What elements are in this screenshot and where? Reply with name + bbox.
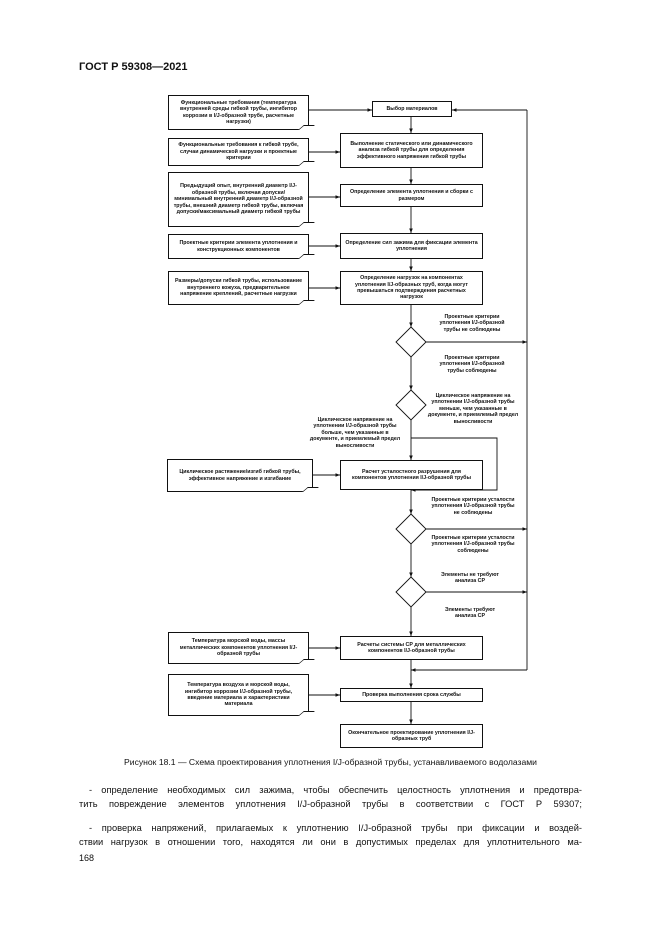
input-box: Размеры/допуски гибкой трубы, использова…: [168, 271, 309, 305]
decision-label: Элементы требуют анализа СР: [444, 607, 496, 620]
input-box: Предыдущий опыт, внутренний диаметр I/J-…: [168, 172, 309, 227]
decision-label: Проектные критерии усталости уплотнения …: [431, 497, 515, 516]
decision-label: Проектные критерии уплотнения I/J-образн…: [439, 314, 505, 333]
step-box: Расчет усталостного разрушения для компо…: [340, 460, 483, 490]
decision-label: Проектные критерии уплотнения I/J-образн…: [439, 355, 505, 374]
input-box: Температура воздуха и морской воды, инги…: [168, 674, 309, 716]
body-line: тить повреждение элементов уплотнения I/…: [79, 799, 582, 809]
step-box: Определение нагрузок на компонентах упло…: [340, 271, 483, 305]
decision-diamonds: [395, 326, 427, 608]
input-box: Проектные критерии элемента уплотнения и…: [168, 234, 309, 259]
body-line: - проверка напряжений, прилагаемых к упл…: [89, 823, 583, 833]
standard-header: ГОСТ Р 59308—2021: [79, 61, 188, 73]
decision-label: Элементы не требуют анализа СР: [441, 572, 499, 585]
step-box: Выполнение статического или динамическог…: [340, 133, 483, 168]
page-number: 168: [79, 853, 95, 863]
step-box: Расчеты системы СР для металлических ком…: [340, 636, 483, 660]
step-box: Окончательное проектирование уплотнения …: [340, 724, 483, 748]
figure-caption: Рисунок 18.1 — Схема проектирования упло…: [124, 757, 537, 767]
step-box: Определение элемента уплотнения и сборки…: [340, 184, 483, 207]
decision-label: Проектные критерии усталости уплотнения …: [431, 535, 515, 554]
step-box: Определение сил зажима для фиксации элем…: [340, 233, 483, 259]
input-box: Функциональные требования (температура в…: [168, 95, 309, 130]
input-box: Функциональные требования к гибкой трубе…: [168, 138, 309, 166]
step-box: Проверка выполнения срока службы: [340, 688, 483, 702]
decision-label: Циклическое напряжение на уплотнении I/J…: [427, 393, 519, 425]
body-line: - определение необходимых сил зажима, чт…: [89, 785, 582, 795]
decision-label: Циклическое напряжение на уплотнении I/J…: [309, 417, 401, 449]
body-line: ствии нагрузок в отношении того, находят…: [79, 837, 582, 847]
input-box: Циклическое растяжение/изгиб гибкой труб…: [167, 459, 313, 492]
step-box: Выбор материалов: [372, 101, 452, 117]
input-box: Температура морской воды, массы металлич…: [168, 632, 309, 664]
